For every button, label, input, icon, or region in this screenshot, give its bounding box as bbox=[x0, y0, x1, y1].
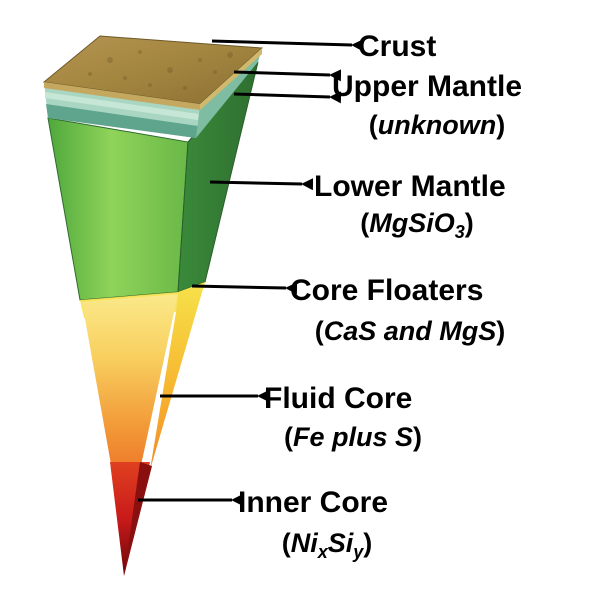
sub-part: ) bbox=[496, 316, 505, 346]
sub-part: MgSiO bbox=[369, 208, 455, 238]
upper-mantle-side bbox=[196, 48, 262, 138]
sub-part: ( bbox=[369, 110, 378, 140]
sub-part: Ni bbox=[291, 528, 318, 558]
arrow-lower-mantle bbox=[209, 178, 314, 191]
fluid-core-front bbox=[82, 294, 178, 470]
earth-wedge bbox=[42, 35, 264, 576]
upper-mantle-band bbox=[46, 104, 198, 138]
sub-lower-mantle: (MgSiO3) bbox=[360, 208, 474, 242]
label-inner-core: Inner Core bbox=[238, 486, 388, 519]
label-crust: Crust bbox=[358, 30, 436, 63]
arrow-upper-mantle-2 bbox=[233, 91, 342, 104]
sub-part: ) bbox=[413, 422, 422, 452]
sub-part: unknown bbox=[378, 110, 496, 140]
arrows bbox=[138, 39, 364, 506]
sub-part: Si bbox=[328, 528, 354, 558]
core-floaters-side bbox=[150, 282, 205, 470]
sub-part: y bbox=[352, 542, 364, 562]
sub-part: ( bbox=[360, 208, 369, 238]
sub-part: ) bbox=[363, 528, 372, 558]
sub-part: ) bbox=[496, 110, 505, 140]
sub-upper-mantle: (unknown) bbox=[369, 110, 505, 140]
sub-part: ( bbox=[284, 422, 293, 452]
sub-part: x bbox=[317, 542, 329, 562]
sub-part: 3 bbox=[455, 222, 465, 242]
inner-core-side bbox=[124, 462, 152, 576]
sub-part: ( bbox=[315, 316, 324, 346]
sub-part: ) bbox=[465, 208, 474, 238]
label-fluid-core: Fluid Core bbox=[264, 382, 412, 415]
crust-edge bbox=[44, 82, 200, 110]
upper-mantle-band-light bbox=[45, 92, 199, 120]
label-core-floaters: Core Floaters bbox=[290, 274, 483, 307]
label-upper-mantle: Upper Mantle bbox=[332, 70, 522, 103]
lower-mantle-front bbox=[47, 117, 189, 301]
sub-core-floaters: (CaS and MgS) bbox=[315, 316, 506, 346]
label-lower-mantle: Lower Mantle bbox=[314, 170, 506, 203]
sub-part: Fe plus S bbox=[293, 422, 413, 452]
arrow-upper-mantle-1 bbox=[233, 69, 342, 82]
sub-part: ( bbox=[282, 528, 291, 558]
labels: Crust Upper Mantle (unknown) Lower Mantl… bbox=[238, 30, 522, 562]
sub-part: CaS and MgS bbox=[324, 316, 497, 346]
crust-texture bbox=[88, 50, 233, 90]
arrow-crust bbox=[211, 39, 364, 52]
sub-inner-core: (NixSiy) bbox=[282, 528, 373, 562]
arrow-core-floaters bbox=[191, 282, 298, 295]
sub-fluid-core: (Fe plus S) bbox=[284, 422, 422, 452]
crust-side-edge bbox=[200, 48, 262, 110]
